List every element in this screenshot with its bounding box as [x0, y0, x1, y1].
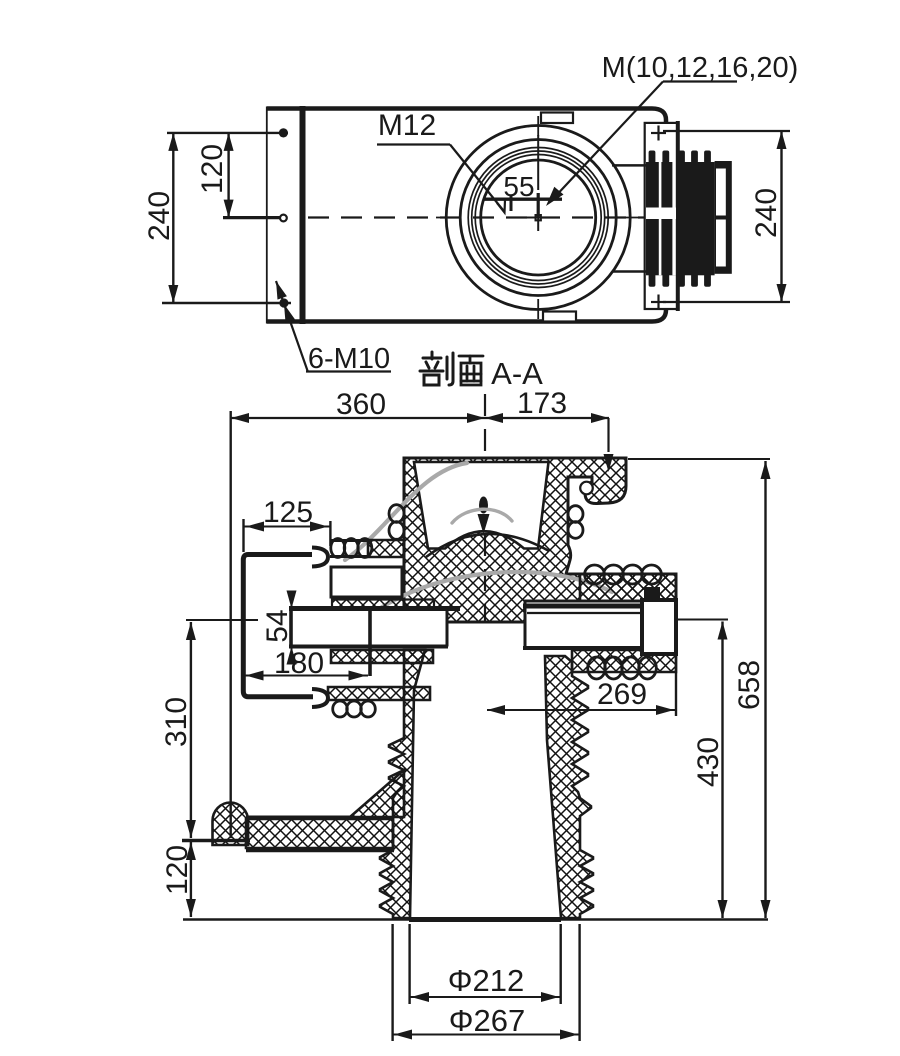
svg-text:125: 125 [263, 496, 313, 529]
svg-text:Φ212: Φ212 [448, 963, 524, 998]
svg-text:120: 120 [161, 845, 194, 895]
svg-text:55: 55 [503, 171, 534, 202]
svg-text:658: 658 [733, 660, 766, 710]
svg-text:M(10,12,16,20): M(10,12,16,20) [602, 52, 799, 84]
svg-text:430: 430 [692, 737, 725, 787]
svg-text:180: 180 [274, 647, 324, 680]
svg-text:269: 269 [597, 678, 647, 711]
svg-text:M12: M12 [378, 109, 436, 142]
svg-text:120: 120 [196, 144, 229, 194]
svg-text:310: 310 [160, 697, 193, 747]
svg-text:A-A: A-A [491, 356, 543, 391]
svg-text:54: 54 [261, 609, 294, 642]
svg-text:173: 173 [517, 387, 567, 420]
svg-text:Φ267: Φ267 [449, 1003, 525, 1038]
svg-text:360: 360 [336, 388, 386, 421]
svg-text:240: 240 [750, 188, 783, 238]
svg-text:6-M10: 6-M10 [308, 343, 390, 375]
svg-text:240: 240 [143, 191, 176, 241]
